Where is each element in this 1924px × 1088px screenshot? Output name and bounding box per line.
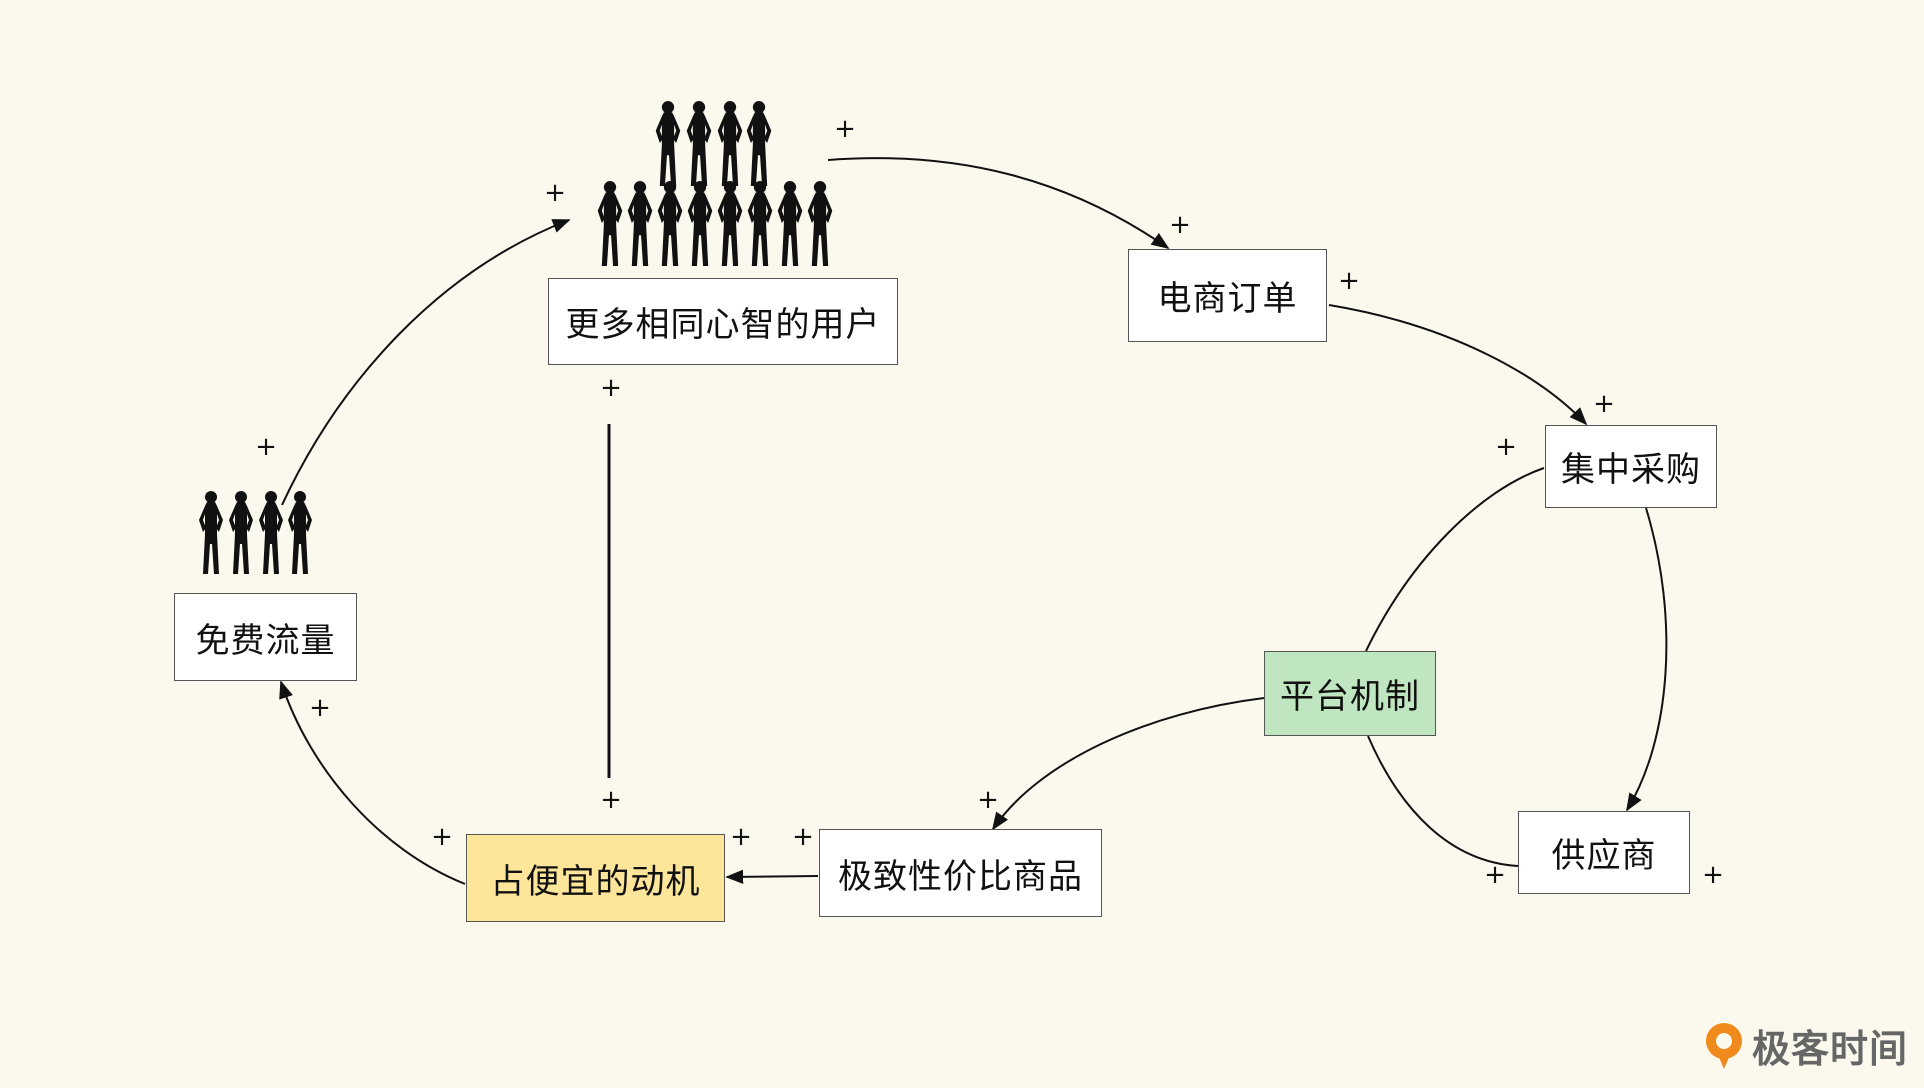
plus-sign: + <box>431 822 453 852</box>
node-ecommerce-orders: 电商订单 <box>1128 249 1327 342</box>
arrow-goods-to-motive <box>725 869 819 885</box>
crowd-small-icon <box>199 491 312 574</box>
plus-sign: + <box>1338 266 1360 296</box>
arrow-orders-to-procurement <box>1328 304 1588 426</box>
plus-sign: + <box>1593 389 1615 419</box>
crowd-top-row-icon <box>655 101 772 186</box>
plus-sign: + <box>730 822 752 852</box>
arrow-platform-to-goods <box>991 697 1265 831</box>
line-platform-to-procurement <box>1365 467 1545 652</box>
node-free-traffic: 免费流量 <box>174 593 357 681</box>
plus-sign: + <box>600 373 622 403</box>
plus-sign: + <box>1495 432 1517 462</box>
node-bargain-motive: 占便宜的动机 <box>466 834 725 922</box>
plus-sign: + <box>792 822 814 852</box>
plus-sign: + <box>834 114 856 144</box>
node-value-goods: 极致性价比商品 <box>819 829 1102 917</box>
plus-sign: + <box>309 693 331 723</box>
plus-sign: + <box>977 785 999 815</box>
line-platform-to-supplier <box>1367 735 1519 867</box>
arrow-procurement-to-supplier <box>1626 507 1668 812</box>
plus-sign: + <box>544 178 566 208</box>
node-supplier: 供应商 <box>1518 811 1690 894</box>
plus-sign: + <box>1702 860 1724 890</box>
node-more-users: 更多相同心智的用户 <box>548 278 898 365</box>
node-platform-mechanism: 平台机制 <box>1264 651 1436 736</box>
arrow-motive-to-free-traffic <box>279 680 466 885</box>
plus-sign: + <box>255 432 277 462</box>
plus-sign: + <box>1484 860 1506 890</box>
plus-sign: + <box>1169 210 1191 240</box>
brand-logo: 极客时间 <box>1702 1018 1908 1073</box>
plus-sign: + <box>600 785 622 815</box>
node-centralized-procurement: 集中采购 <box>1545 425 1717 508</box>
arrow-users-to-orders <box>827 157 1170 250</box>
geekbang-logo-icon <box>1706 1022 1742 1069</box>
crowd-bottom-row-icon <box>597 181 833 266</box>
arrow-free-traffic-to-users <box>281 219 571 506</box>
logo-text: 极客时间 <box>1752 1027 1909 1071</box>
